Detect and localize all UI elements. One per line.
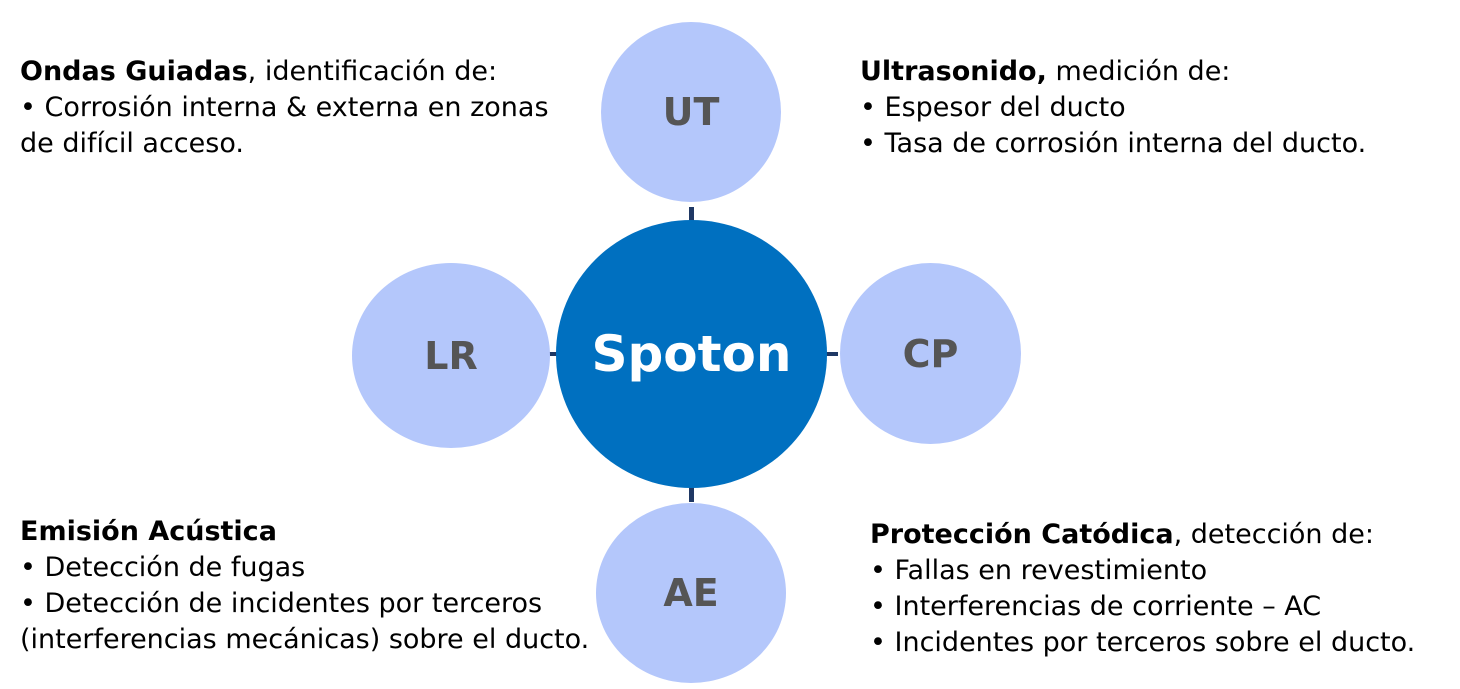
connector-left xyxy=(549,352,557,356)
heading-suffix: medición de: xyxy=(1046,56,1231,87)
satellite-lr-label: LR xyxy=(424,333,478,378)
center-circle: Spoton xyxy=(556,220,827,488)
heading: Emisión Acústica xyxy=(20,516,277,547)
list-item: • Interferencias de corriente – AC xyxy=(870,591,1322,622)
list-item: • Tasa de corrosión interna del ducto. xyxy=(860,128,1367,159)
satellite-cp-label: CP xyxy=(902,331,959,376)
list-item: de difícil acceso. xyxy=(20,128,244,159)
connector-right xyxy=(826,352,838,356)
satellite-ut: UT xyxy=(601,22,781,202)
list-item: • Detección de fugas xyxy=(20,552,306,583)
center-label: Spoton xyxy=(591,325,792,383)
heading: Ultrasonido, xyxy=(860,56,1047,87)
satellite-cp: CP xyxy=(840,263,1021,444)
heading-suffix: , identificación de: xyxy=(247,56,498,87)
connector-bottom xyxy=(689,484,694,502)
list-item: • Espesor del ducto xyxy=(860,92,1126,123)
satellite-ut-label: UT xyxy=(662,90,720,134)
list-item: • Incidentes por terceros sobre el ducto… xyxy=(870,627,1416,658)
satellite-ae-label: AE xyxy=(663,571,719,615)
connector-top xyxy=(689,207,694,225)
text-block-bottom-left: Emisión Acústica • Detección de fugas • … xyxy=(20,514,589,658)
heading: Protección Catódica xyxy=(870,519,1174,550)
text-block-top-right: Ultrasonido, medición de: • Espesor del … xyxy=(860,54,1366,162)
satellite-ae: AE xyxy=(596,503,786,683)
list-item: • Corrosión interna & externa en zonas xyxy=(20,92,549,123)
text-block-bottom-right: Protección Catódica, detección de: • Fal… xyxy=(870,517,1415,661)
text-block-top-left: Ondas Guiadas, identificación de: • Corr… xyxy=(20,54,549,162)
list-item: • Detección de incidentes por terceros xyxy=(20,588,543,619)
list-item: • Fallas en revestimiento xyxy=(870,555,1208,586)
satellite-lr: LR xyxy=(352,263,550,448)
heading: Ondas Guiadas xyxy=(20,56,248,87)
heading-suffix: , detección de: xyxy=(1173,519,1374,550)
list-item: (interferencias mecánicas) sobre el duct… xyxy=(20,624,590,655)
